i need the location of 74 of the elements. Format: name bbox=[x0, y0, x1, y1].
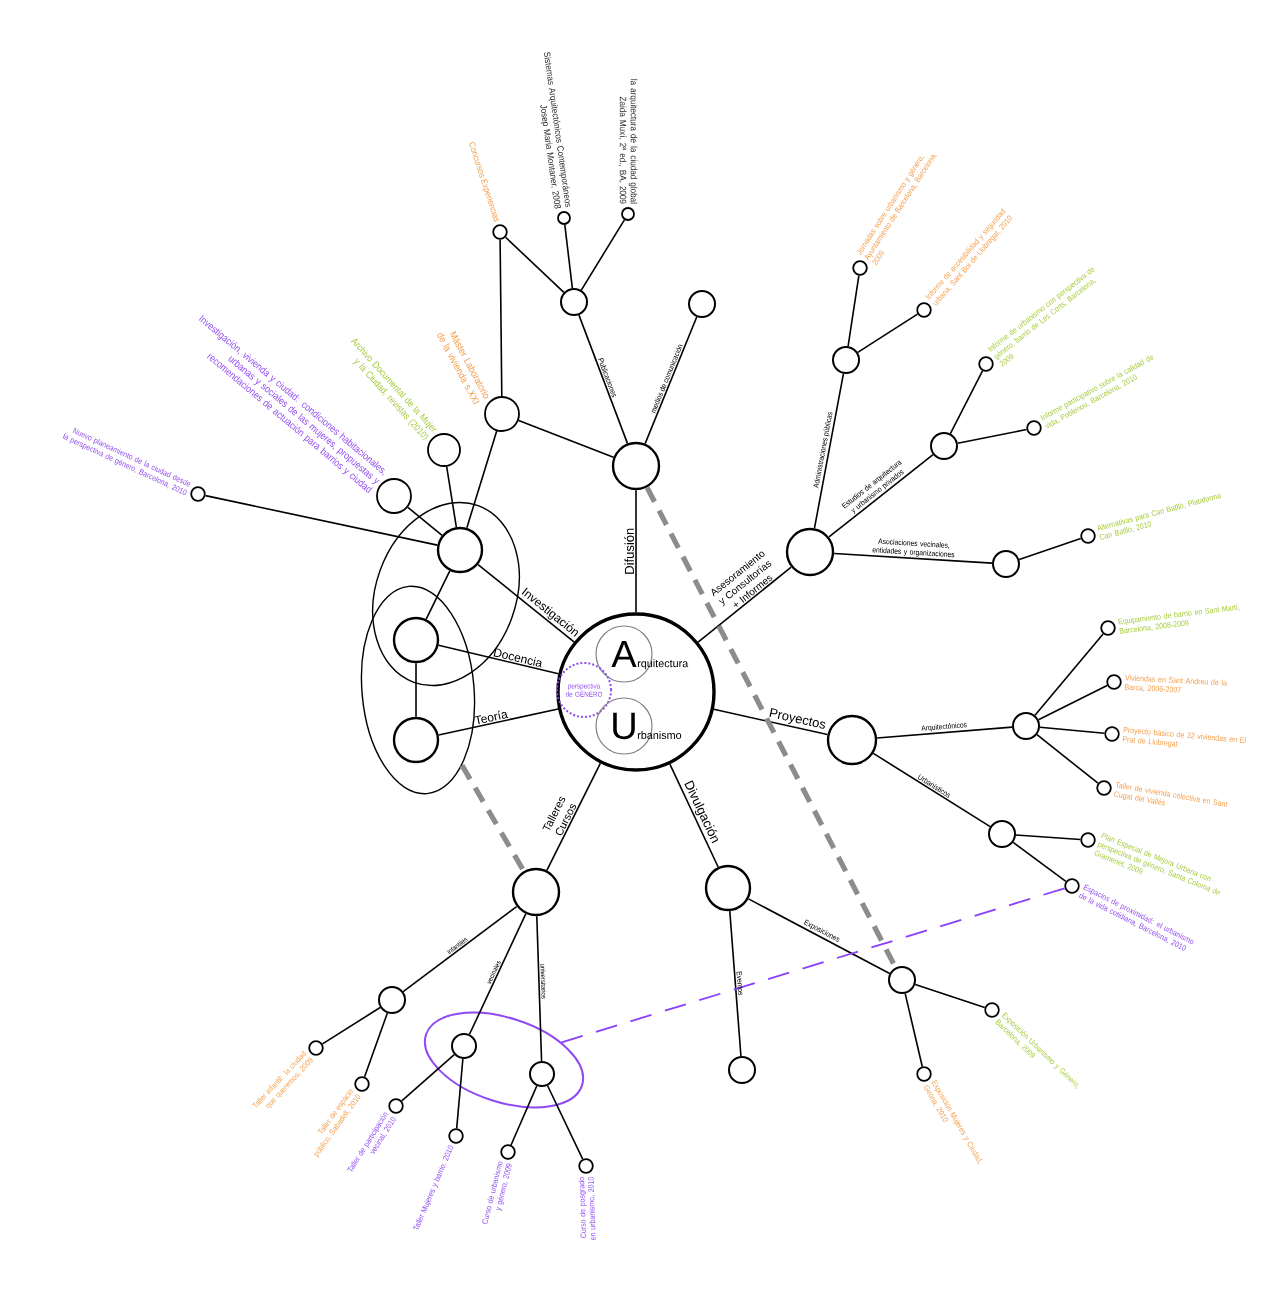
branch-circle bbox=[992, 550, 1020, 578]
connector bbox=[872, 752, 991, 828]
connector bbox=[813, 372, 845, 529]
connector bbox=[876, 726, 1013, 739]
connector bbox=[321, 1006, 381, 1045]
branch-circle bbox=[560, 288, 588, 316]
branch-circle bbox=[988, 820, 1016, 848]
branch-circle bbox=[511, 867, 561, 917]
connector bbox=[477, 563, 575, 643]
connector bbox=[415, 662, 417, 718]
branch-circle bbox=[392, 716, 440, 764]
branch-circle bbox=[888, 966, 916, 994]
connector bbox=[400, 1053, 456, 1102]
connector bbox=[1039, 726, 1106, 735]
connector bbox=[204, 494, 439, 546]
connector bbox=[1018, 537, 1082, 561]
branch-circle bbox=[930, 432, 958, 460]
connector bbox=[644, 316, 698, 445]
branch-circle bbox=[451, 1033, 477, 1059]
connector bbox=[402, 905, 518, 993]
connector bbox=[747, 898, 891, 975]
connector bbox=[1015, 834, 1082, 841]
dashed-line bbox=[459, 764, 527, 873]
connector bbox=[1012, 841, 1067, 883]
grouping-ellipse bbox=[360, 585, 476, 795]
connector bbox=[536, 915, 543, 1062]
connector bbox=[828, 453, 934, 538]
connector bbox=[517, 419, 615, 459]
connector bbox=[580, 219, 626, 291]
connector bbox=[857, 313, 919, 354]
connector bbox=[437, 644, 560, 675]
connector bbox=[1036, 733, 1099, 784]
connector bbox=[546, 762, 602, 872]
connector bbox=[956, 428, 1028, 445]
connector bbox=[847, 274, 860, 347]
connector bbox=[407, 506, 443, 537]
branch-circle bbox=[785, 527, 835, 577]
connector bbox=[904, 992, 924, 1068]
connector bbox=[468, 913, 527, 1036]
connector bbox=[729, 910, 742, 1057]
connector bbox=[697, 566, 792, 643]
connector bbox=[455, 1058, 464, 1130]
branch-circle bbox=[704, 864, 752, 912]
branch-circle bbox=[529, 1061, 555, 1087]
connector bbox=[578, 314, 629, 445]
branch-circle bbox=[436, 526, 484, 574]
branch-circle bbox=[392, 616, 440, 664]
connector bbox=[833, 552, 993, 564]
dashed-line bbox=[560, 887, 1066, 1044]
connector bbox=[363, 1012, 389, 1078]
connector bbox=[425, 570, 451, 620]
branch-circle bbox=[611, 441, 661, 491]
connector bbox=[499, 238, 503, 397]
connector bbox=[564, 224, 574, 289]
branch-circle bbox=[378, 986, 406, 1014]
connector bbox=[1034, 633, 1104, 717]
connector bbox=[445, 465, 458, 528]
branch-circle bbox=[826, 714, 878, 766]
connector bbox=[437, 708, 559, 736]
connector bbox=[713, 708, 829, 736]
connector bbox=[949, 370, 984, 435]
connector bbox=[546, 1084, 584, 1160]
branch-circle bbox=[832, 346, 860, 374]
connector bbox=[504, 236, 565, 294]
connector bbox=[1037, 684, 1108, 721]
connector bbox=[669, 763, 719, 868]
branch-circle bbox=[688, 290, 716, 318]
connector bbox=[635, 489, 637, 614]
branch-circle bbox=[1012, 712, 1040, 740]
dashed-line bbox=[644, 486, 898, 969]
connector bbox=[466, 430, 498, 529]
connector bbox=[914, 983, 986, 1009]
connector bbox=[510, 1085, 538, 1146]
branch-circle bbox=[728, 1056, 756, 1084]
